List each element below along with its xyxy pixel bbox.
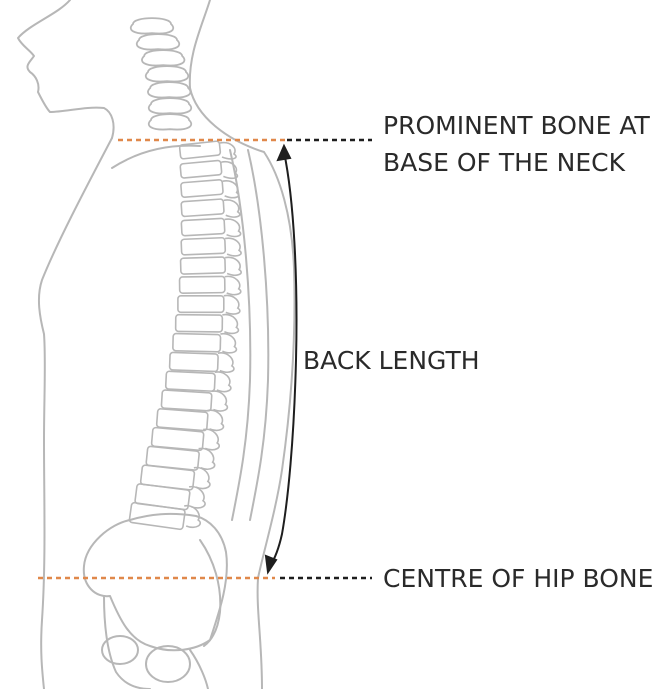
hip-socket	[101, 635, 139, 665]
arrow-shaft	[269, 151, 298, 567]
neck-bone-label-line2: BASE OF THE NECK	[383, 148, 626, 177]
vertebra	[134, 483, 206, 511]
spine	[128, 17, 242, 531]
sacrum	[199, 539, 222, 647]
vertebra	[139, 464, 211, 491]
neck-vertebra	[144, 65, 190, 83]
vertebra	[128, 501, 202, 531]
vertebra	[164, 370, 232, 393]
pelvis-lower	[189, 649, 209, 689]
vertebra	[177, 294, 241, 315]
vertebra	[172, 332, 238, 354]
back-length-label: BACK LENGTH	[303, 346, 480, 375]
neck-vertebra	[147, 81, 192, 99]
hip-bone-label: CENTRE OF HIP BONE	[383, 564, 654, 593]
vertebra	[168, 351, 235, 373]
spinal-canal-front	[229, 149, 252, 521]
vertebra	[155, 408, 225, 432]
neck-vertebra	[141, 49, 186, 67]
spinal-canal-back	[247, 149, 270, 521]
neck-bone-label-line1: PROMINENT BONE AT	[383, 111, 650, 140]
measurement-markers	[38, 138, 372, 580]
vertebra	[179, 256, 242, 276]
neck-vertebra	[135, 33, 181, 51]
vertebra	[178, 140, 237, 160]
chest-front	[37, 137, 113, 689]
vertebra	[180, 236, 242, 257]
vertebra	[160, 389, 229, 412]
neck-vertebra	[129, 17, 175, 35]
arrow-head-bottom	[264, 554, 278, 575]
vertebra	[180, 198, 241, 218]
pelvis-inner	[103, 595, 151, 689]
face-profile	[17, 0, 115, 139]
vertebra	[179, 159, 239, 180]
back-length-arrow	[264, 143, 298, 575]
arrow-head-top	[276, 143, 292, 162]
collar-line	[111, 144, 201, 169]
neck-vertebra	[147, 97, 193, 115]
vertebra	[178, 275, 242, 296]
neck-vertebra	[147, 113, 193, 131]
vertebra	[180, 179, 240, 199]
back-profile	[188, 0, 296, 689]
vertebra	[180, 217, 242, 238]
vertebra	[174, 313, 240, 335]
body-outline	[17, 0, 296, 689]
femur-head	[145, 645, 191, 683]
